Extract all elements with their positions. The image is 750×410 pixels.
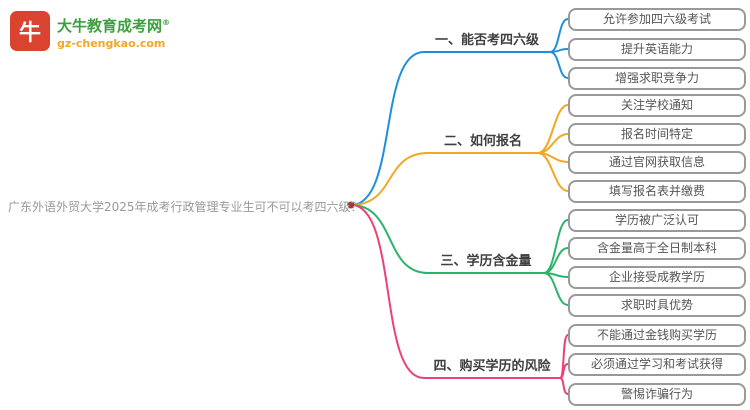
- brand-name: 大牛教育成考网®: [57, 13, 170, 36]
- mindmap-root-topic: 广东外语外贸大学2025年成考行政管理专业生可不可以考四六级？: [8, 200, 363, 214]
- root-branch-connectors: [351, 51, 429, 379]
- branch1-leaf-connectors: [549, 18, 569, 79]
- leaf-node: 求职时具优势: [568, 294, 746, 317]
- leaf-node: 学历被广泛认可: [568, 209, 746, 232]
- logo-text: 大牛教育成考网® gz-chengkao.com: [57, 11, 170, 52]
- branch-underlines: [423, 51, 561, 379]
- branch-node-4: 四、购买学历的风险: [433, 359, 551, 374]
- branch4-leaf-connectors: [559, 334, 569, 395]
- leaf-node: 提升英语能力: [568, 38, 746, 61]
- brand-name-text: 大牛教育成考网: [57, 17, 163, 35]
- branch3-leaf-connectors: [543, 219, 569, 306]
- bull-icon: 牛: [10, 11, 50, 51]
- leaf-node: 关注学校通知: [568, 94, 746, 117]
- site-domain: gz-chengkao.com: [57, 37, 166, 50]
- branch-node-1: 一、能否考四六级: [434, 33, 539, 48]
- branch-node-2: 二、如何报名: [443, 134, 522, 149]
- registered-mark: ®: [162, 18, 171, 27]
- site-logo: 牛 大牛教育成考网® gz-chengkao.com: [10, 11, 170, 52]
- leaf-node: 增强求职竞争力: [568, 67, 746, 90]
- leaf-node: 通过官网获取信息: [568, 151, 746, 174]
- branch-node-3: 三、学历含金量: [440, 254, 532, 269]
- leaf-node: 填写报名表并缴费: [568, 180, 746, 203]
- leaf-node: 必须通过学习和考试获得: [568, 353, 746, 376]
- leaf-node: 报名时间特定: [568, 123, 746, 146]
- leaf-node: 不能通过金钱购买学历: [568, 324, 746, 347]
- leaf-node: 含金量高于全日制本科: [568, 237, 746, 260]
- leaf-node: 警惕诈骗行为: [568, 383, 746, 406]
- leaf-node: 企业接受成教学历: [568, 266, 746, 289]
- branch2-leaf-connectors: [537, 104, 569, 192]
- leaf-node: 允许参加四六级考试: [568, 8, 746, 31]
